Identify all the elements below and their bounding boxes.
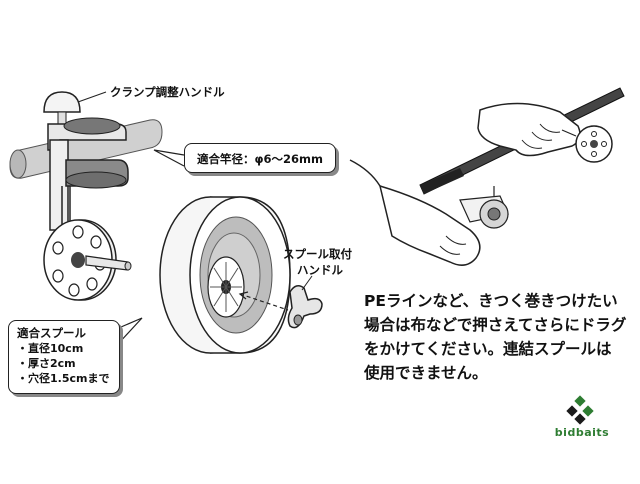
rod-diameter-text: 適合竿径：φ6～26mm [197,152,323,166]
spool-spec-item: ・直径10cm [17,342,84,355]
usage-note-line: 場合は布などで押さえてさらにドラグ [364,316,627,334]
usage-note-line: をかけてください。連結スプールは [364,340,612,358]
spool-spec-title: 適合スプール [17,326,86,340]
usage-note-line: 使用できません。 [364,364,488,382]
hands-reel-illustration [349,87,625,266]
rod-diameter-callout: 適合竿径：φ6～26mm [184,143,336,173]
spool-illustration [159,196,291,354]
usage-note: PEラインなど、きつく巻きつけたい 場合は布などで押さえてさらにドラグ をかけて… [364,289,634,385]
clamp-assembly [43,91,132,301]
spool-handle-label-line1: スプール取付 [283,247,352,261]
logo-mark-icon [566,395,594,425]
spool-handle-label: スプール取付 ハンドル [283,246,352,278]
bidbaits-logo: bidbaits [552,395,612,445]
logo-text: bidbaits [554,426,610,439]
spool-spec-item: ・穴径1.5cmまで [17,372,110,385]
spool-spec-item: ・厚さ2cm [17,357,76,370]
spool-handle-label-line2: ハンドル [297,263,343,277]
leader-lines [77,91,313,345]
usage-note-line: PEラインなど、きつく巻きつけたい [364,292,618,310]
clamp-handle-label: クランプ調整ハンドル [110,85,225,99]
spool-spec-callout: 適合スプール ・直径10cm ・厚さ2cm ・穴径1.5cmまで [8,320,120,394]
